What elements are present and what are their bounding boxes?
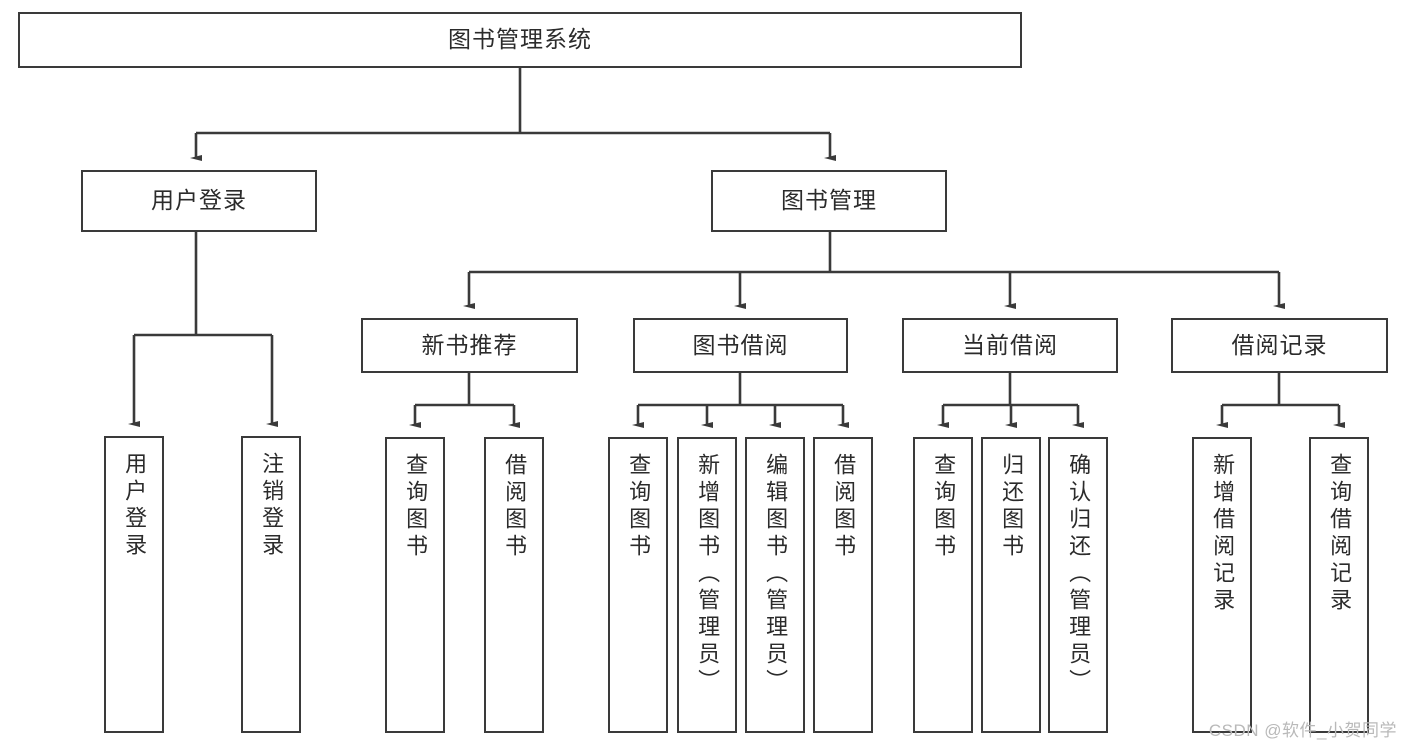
node-leaf-label: 编辑图书（管理员） — [763, 453, 789, 696]
node-leaf-bookborrow-add-book-admin[interactable]: 新增图书（管理员） — [677, 437, 737, 733]
node-leaf-borrowrecord-query-record[interactable]: 查询借阅记录 — [1309, 437, 1369, 733]
node-book-borrow-label: 图书借阅 — [692, 331, 789, 358]
node-book-borrow[interactable]: 图书借阅 — [633, 318, 848, 373]
node-user-login-label: 用户登录 — [151, 187, 247, 214]
node-current-borrow[interactable]: 当前借阅 — [902, 318, 1118, 373]
node-book-management-label: 图书管理 — [781, 187, 877, 214]
node-leaf-label: 归还图书 — [999, 453, 1025, 561]
node-leaf-label: 新增借阅记录 — [1210, 453, 1236, 615]
node-leaf-currentborrow-return-book[interactable]: 归还图书 — [981, 437, 1041, 733]
node-leaf-user-login-login[interactable]: 用户登录 — [104, 436, 164, 733]
node-leaf-currentborrow-query-book[interactable]: 查询图书 — [913, 437, 973, 733]
node-leaf-label: 用户登录 — [122, 452, 148, 560]
node-current-borrow-label: 当前借阅 — [962, 331, 1058, 358]
node-leaf-label: 注销登录 — [259, 452, 285, 560]
node-leaf-label: 查询借阅记录 — [1327, 453, 1353, 615]
node-new-book-recommend[interactable]: 新书推荐 — [361, 318, 578, 373]
node-root-label: 图书管理系统 — [448, 26, 592, 53]
node-leaf-bookborrow-query-book[interactable]: 查询图书 — [608, 437, 668, 733]
node-borrow-record[interactable]: 借阅记录 — [1171, 318, 1388, 373]
node-leaf-label: 查询图书 — [931, 453, 957, 561]
node-root-book-management-system[interactable]: 图书管理系统 — [18, 12, 1022, 68]
node-leaf-bookborrow-edit-book-admin[interactable]: 编辑图书（管理员） — [745, 437, 805, 733]
node-book-management[interactable]: 图书管理 — [711, 170, 947, 232]
node-leaf-label: 确认归还（管理员） — [1066, 453, 1092, 696]
node-leaf-newbook-borrow-book[interactable]: 借阅图书 — [484, 437, 544, 733]
node-leaf-label: 新增图书（管理员） — [695, 453, 721, 696]
node-new-book-recommend-label: 新书推荐 — [421, 331, 518, 358]
node-leaf-newbook-query-book[interactable]: 查询图书 — [385, 437, 445, 733]
node-leaf-user-login-logout[interactable]: 注销登录 — [241, 436, 301, 733]
node-leaf-borrowrecord-add-record[interactable]: 新增借阅记录 — [1192, 437, 1252, 733]
node-borrow-record-label: 借阅记录 — [1231, 331, 1328, 358]
node-leaf-label: 查询图书 — [403, 453, 429, 561]
node-leaf-label: 借阅图书 — [502, 453, 528, 561]
node-leaf-label: 查询图书 — [626, 453, 652, 561]
node-leaf-label: 借阅图书 — [831, 453, 857, 561]
node-user-login[interactable]: 用户登录 — [81, 170, 317, 232]
node-leaf-bookborrow-borrow-book[interactable]: 借阅图书 — [813, 437, 873, 733]
node-leaf-currentborrow-confirm-return-admin[interactable]: 确认归还（管理员） — [1048, 437, 1108, 733]
